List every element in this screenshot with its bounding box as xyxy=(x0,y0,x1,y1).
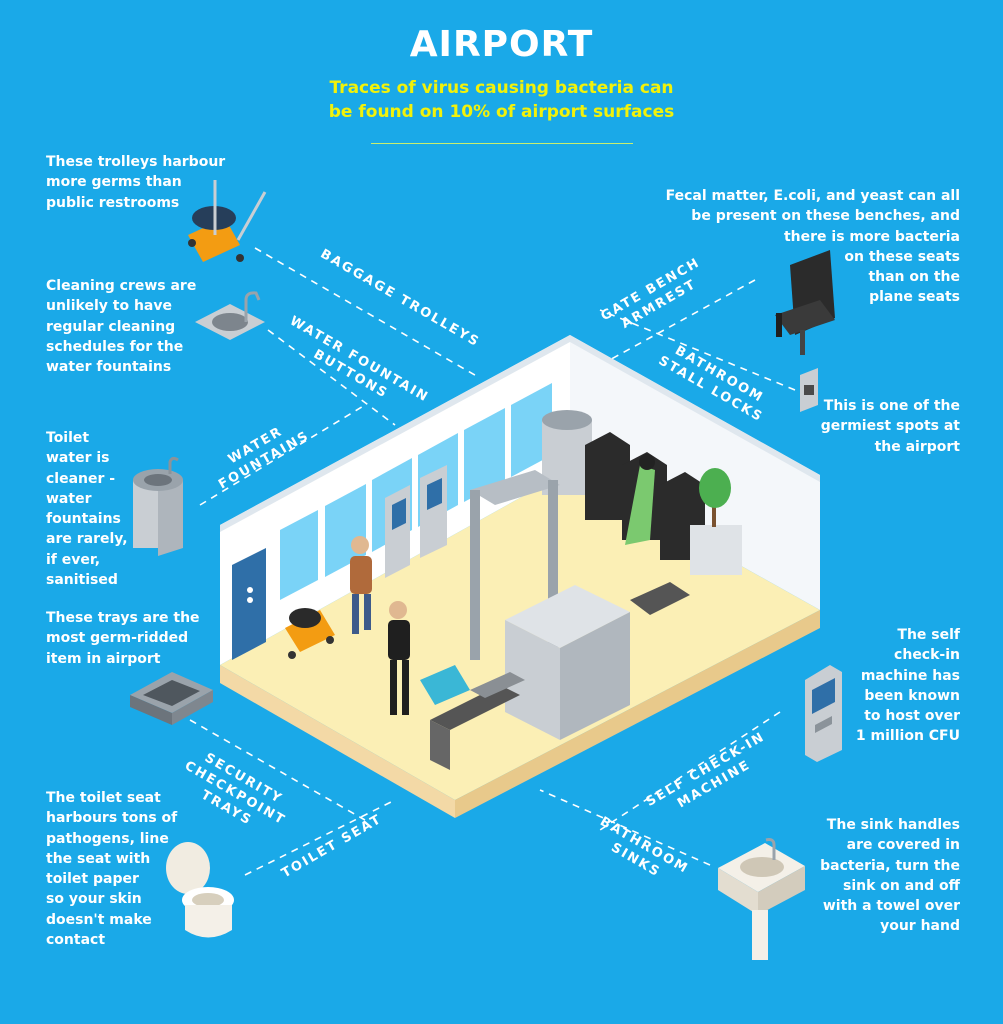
stall-lock-icon xyxy=(800,368,818,412)
note-toilet-water: Toilet water is cleaner - water fountain… xyxy=(46,430,128,589)
fountain-buttons-icon xyxy=(195,291,265,340)
subtitle: Traces of virus causing bacteria can be … xyxy=(0,76,1003,124)
note-cleaning: Cleaning crews are unlikely to have regu… xyxy=(46,278,197,376)
note-stall-locks: This is one of the germiest spots at the… xyxy=(820,398,960,455)
leader-fountains xyxy=(199,404,366,506)
page-title: AIRPORT xyxy=(409,24,594,65)
water-fountain-icon xyxy=(133,456,183,556)
gate-bench-icon xyxy=(775,250,835,355)
note-toilet-seat: The toilet seat harbours tons of pathoge… xyxy=(46,790,178,949)
toilet-icon xyxy=(166,842,234,938)
wall-back-right xyxy=(570,335,820,610)
room-trolley xyxy=(285,608,335,659)
note-trays: These trays are the most germ-ridded ite… xyxy=(46,610,200,667)
leader-fountain-buttons xyxy=(267,329,396,426)
subtitle-line-1: Traces of virus causing bacteria can xyxy=(329,78,674,98)
carry-on-bag xyxy=(420,665,470,705)
baggage-trolley-icon xyxy=(188,180,267,262)
door xyxy=(232,548,266,660)
traveler-young xyxy=(388,601,410,715)
leader-sinks xyxy=(539,789,711,866)
plant-pot xyxy=(690,525,742,575)
floor-edge-right xyxy=(455,610,820,818)
xray-scanner xyxy=(430,582,690,770)
title-divider xyxy=(371,143,633,144)
seated-passenger xyxy=(625,465,655,545)
note-sinks: The sink handles are covered in bacteria… xyxy=(820,817,960,935)
note-trolleys: These trolleys harbour more germs than p… xyxy=(46,154,226,211)
floor-edge-left xyxy=(220,665,455,818)
leader-toilet xyxy=(244,799,396,876)
note-checkin: The self check-in machine has been known… xyxy=(855,627,960,745)
security-tray-icon xyxy=(130,672,213,725)
self-checkin-icon xyxy=(805,665,842,762)
note-benches: Fecal matter, E.coli, and yeast can all … xyxy=(665,188,960,306)
leader-lines xyxy=(189,247,796,876)
leader-stall-locks xyxy=(599,309,796,391)
leader-checkin xyxy=(599,711,781,831)
room-kiosks xyxy=(385,465,447,578)
leader-trolleys xyxy=(254,247,481,379)
leader-bench xyxy=(594,279,756,369)
subtitle-line-2: be found on 10% of airport surfaces xyxy=(328,102,675,122)
metal-detector xyxy=(470,470,560,660)
plant-icon xyxy=(699,468,731,508)
bathroom-sink-icon xyxy=(718,838,805,960)
room-fountain xyxy=(542,420,592,495)
traveler-elderly xyxy=(350,536,372,634)
